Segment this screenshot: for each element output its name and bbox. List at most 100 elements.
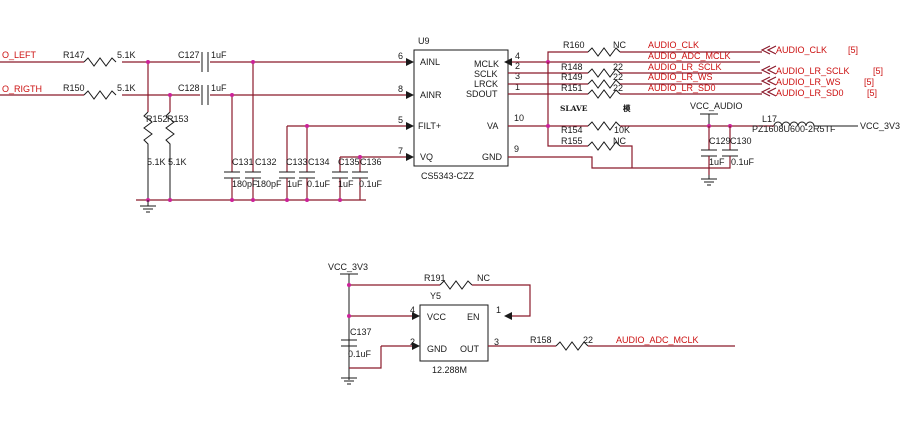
r148-ref: R148 [561, 62, 583, 72]
net-ws: AUDIO_LR_WS [648, 72, 713, 82]
net-vcc-3v3-top: VCC_3V3 [860, 121, 900, 131]
port-audio-lr-sd0[interactable]: AUDIO_LR_SD0 [5] [760, 87, 877, 98]
arrow-filt [406, 122, 414, 130]
wire-gnd-pin [508, 156, 710, 169]
y5-pin-vcc-name: VCC [427, 312, 447, 322]
junction [146, 60, 150, 64]
y5-pin-vcc-num: 4 [410, 305, 415, 315]
resistor-r147 [83, 57, 117, 67]
net-label-right: O_RIGTH [2, 84, 42, 94]
resistor-r154 [587, 121, 621, 131]
junction [168, 198, 172, 202]
c136-val: 0.1uF [359, 179, 383, 189]
pin-filt-name: FILT+ [418, 121, 441, 131]
pin-vq-name: VQ [420, 152, 433, 162]
wire-c133-c134-gnd [286, 178, 308, 200]
pin-sdout-name: SDOUT [466, 89, 498, 99]
ground-symbol [341, 372, 357, 385]
c135-val: 1uF [338, 179, 354, 189]
r158-val: 22 [583, 335, 593, 345]
r150-ref: R150 [63, 83, 85, 93]
port-ws-ref: [5] [864, 77, 874, 87]
net-label-left: O_LEFT [2, 50, 37, 60]
pin-gnd-name: GND [482, 152, 503, 162]
port-audio-lr-sclk[interactable]: AUDIO_LR_SCLK [5] [760, 65, 883, 76]
wire-c133-c134 [286, 126, 308, 172]
pin-lrck-num: 3 [515, 71, 520, 81]
c135-ref: C135 [338, 157, 360, 167]
junction [168, 93, 172, 97]
c132-ref: C132 [255, 157, 277, 167]
y5-pin-en-num: 1 [496, 305, 501, 315]
port-audio-clk-ref: [5] [848, 45, 858, 55]
port-audio-clk-label: AUDIO_CLK [776, 45, 827, 55]
junction [546, 124, 550, 128]
y5-pin-gnd-num: 2 [410, 337, 415, 347]
ground-symbol [140, 200, 156, 213]
r153-ref: R153 [167, 114, 189, 124]
r153-val: 5.1K [168, 157, 187, 167]
port-sclk-label: AUDIO_LR_SCLK [776, 66, 850, 76]
r158-ref: R158 [530, 335, 552, 345]
y5-pin-gnd-name: GND [427, 344, 448, 354]
r151-ref: R151 [561, 83, 583, 93]
ground-symbol [701, 175, 717, 186]
wire-c135-c136-gnd [339, 178, 361, 200]
capacitors-c135-c136 [332, 171, 368, 179]
net-audio-clk: AUDIO_CLK [648, 40, 699, 50]
c134-ref: C134 [308, 157, 330, 167]
c132-val: 180pF [256, 179, 282, 189]
resistor-r191 [439, 280, 473, 290]
r152-val: 5.1K [147, 157, 166, 167]
c131-val: 180pF [232, 179, 258, 189]
net-adc-mclk: AUDIO_ADC_MCLK [648, 51, 731, 61]
pin-mclk-num: 4 [515, 51, 520, 61]
slave-note-glyph: 模 [623, 103, 631, 113]
resistor-r148 [587, 68, 621, 78]
c128-ref: C128 [178, 83, 200, 93]
wire-r155 [547, 62, 588, 147]
junction [305, 124, 309, 128]
port-audio-lr-ws[interactable]: AUDIO_LR_WS [5] [760, 76, 874, 87]
y5-freq: 12.288M [432, 365, 467, 375]
c133-ref: C133 [286, 157, 308, 167]
u9-part: CS5343-CZZ [421, 171, 475, 181]
capacitors-c131-c132 [224, 171, 261, 179]
port-sd0-ref: [5] [867, 88, 877, 98]
pin-vq-num: 7 [398, 146, 403, 156]
pin-va-num: 10 [514, 113, 524, 123]
c129-val: 1uF [709, 157, 725, 167]
junction [305, 198, 309, 202]
r155-ref: R155 [561, 136, 583, 146]
y5-body [419, 304, 489, 362]
c130-ref: C130 [730, 136, 752, 146]
junction [285, 198, 289, 202]
c131-ref: C131 [232, 157, 254, 167]
resistor-r155 [587, 141, 621, 151]
pin-ainl-name: AINL [420, 57, 440, 67]
port-audio-clk[interactable]: AUDIO_CLK [5] [760, 45, 858, 55]
pin-ainr-name: AINR [420, 90, 442, 100]
r147-val: 5.1K [117, 50, 136, 60]
l17-ref: L17 [762, 114, 777, 124]
r148-val: 22 [613, 62, 623, 72]
resistor-r152 [143, 111, 153, 200]
wire-c129-c130 [708, 126, 731, 150]
resistor-r160 [587, 47, 621, 57]
pin-sclk-name: SCLK [474, 69, 498, 79]
r151-val: 22 [613, 83, 623, 93]
arrow-vq [406, 153, 414, 161]
wire-c131-c132-gnd [231, 178, 254, 200]
junction [230, 93, 234, 97]
wire-mclk [508, 51, 588, 63]
resistor-r158 [555, 341, 589, 351]
r149-val: 22 [613, 72, 623, 82]
pin-mclk-name: MCLK [474, 59, 499, 69]
wire-c129-c130-gnd [708, 156, 731, 175]
y5-pin-en-name: EN [467, 312, 480, 322]
y5-pin-out-name: OUT [460, 344, 480, 354]
net-vcc-audio: VCC_AUDIO [690, 101, 743, 111]
inductor-l17 [773, 121, 815, 127]
pin-va-name: VA [487, 121, 498, 131]
